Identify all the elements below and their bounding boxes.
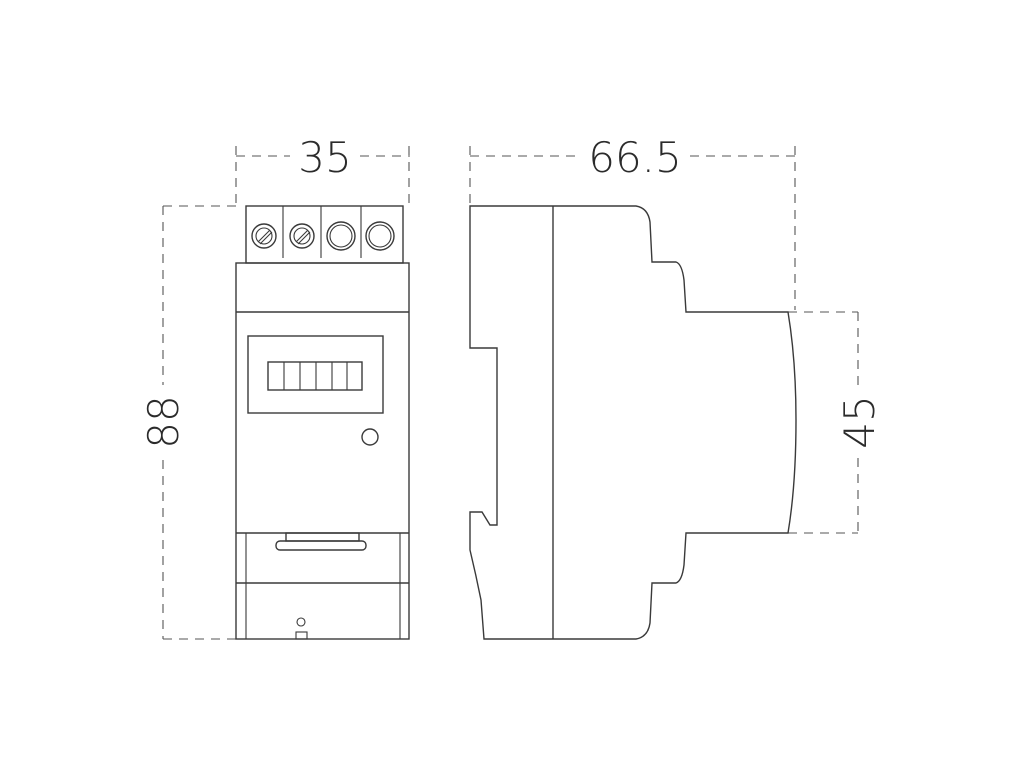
release-tab bbox=[295, 617, 308, 640]
dimension-lines bbox=[162, 146, 859, 640]
front-view bbox=[235, 205, 410, 640]
side-view bbox=[469, 205, 797, 640]
counter-display bbox=[247, 335, 384, 414]
din-clip bbox=[275, 532, 367, 551]
round-terminal-icon bbox=[365, 221, 395, 251]
dimension-width-label: 35 bbox=[298, 133, 351, 182]
indicator-led-icon bbox=[361, 428, 379, 446]
screw-terminal-icon bbox=[251, 223, 277, 249]
dimension-height-label: 88 bbox=[139, 395, 188, 448]
dimension-depth-label: 66.5 bbox=[588, 133, 682, 182]
dimension-rail-label: 45 bbox=[835, 395, 884, 448]
screw-terminal-icon bbox=[289, 223, 315, 249]
round-terminal-icon bbox=[326, 221, 356, 251]
